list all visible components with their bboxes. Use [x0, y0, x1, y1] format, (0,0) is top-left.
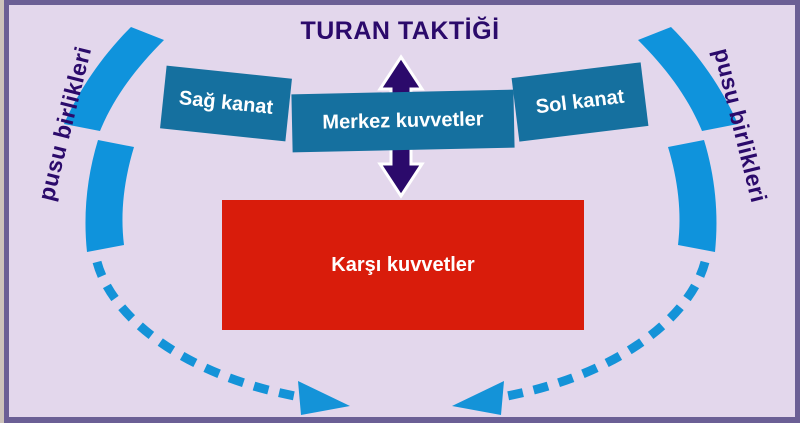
ambush-arc-left-lower — [85, 140, 134, 252]
ambush-arc-left-upper — [64, 27, 164, 131]
ambush-arc-right-lower — [668, 140, 717, 252]
unit-box-right-wing-label: Sağ kanat — [177, 87, 275, 119]
unit-box-right-wing[interactable]: Sağ kanat — [160, 65, 292, 142]
unit-box-center[interactable]: Merkez kuvvetler — [291, 89, 515, 153]
flank-arrow-left-head — [298, 381, 350, 415]
flank-arrow-left-path — [92, 260, 296, 401]
flank-arrow-right-head — [452, 381, 504, 415]
enemy-forces-label: Karşı kuvvetler — [331, 253, 475, 276]
enemy-forces-box[interactable]: Karşı kuvvetler — [222, 200, 584, 330]
flank-arrow-right-path — [506, 260, 710, 401]
ambush-arc-right-upper — [638, 27, 738, 131]
unit-box-left-wing-label: Sol kanat — [534, 85, 626, 118]
page-title: TURAN TAKTİĞİ — [300, 17, 500, 45]
unit-box-center-label: Merkez kuvvetler — [322, 107, 484, 134]
